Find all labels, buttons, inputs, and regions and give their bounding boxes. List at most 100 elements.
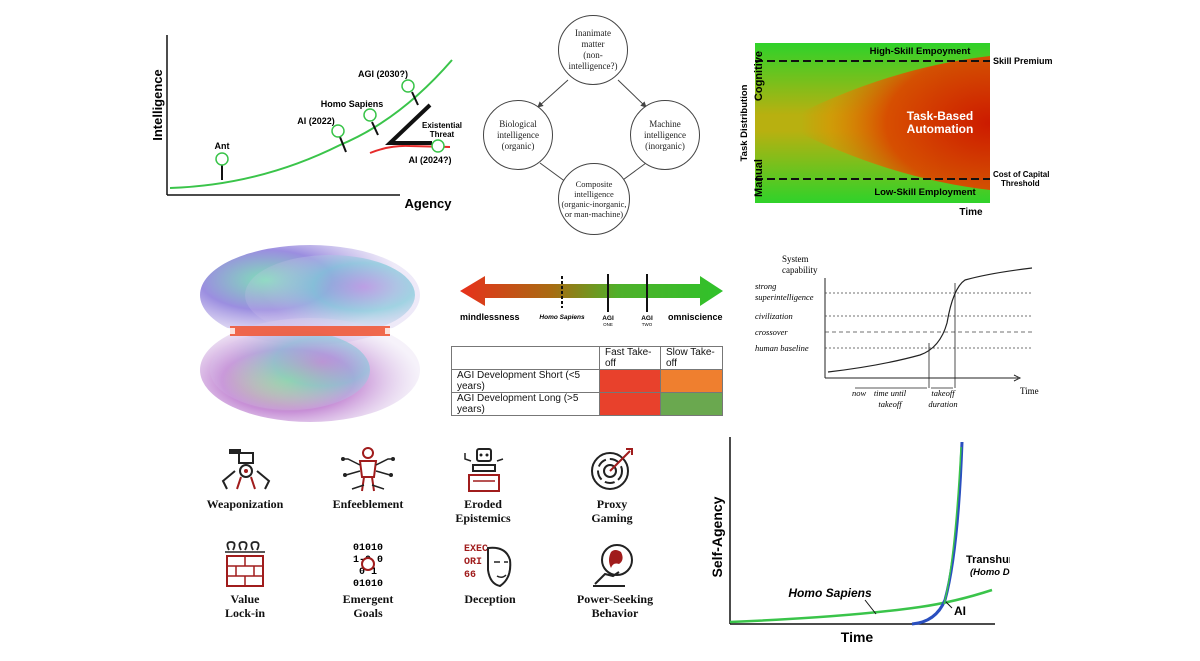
skill-premium-label: Skill Premium [993, 56, 1053, 66]
label-now: now [852, 388, 867, 398]
cell-long-slow [660, 392, 723, 416]
intelligence-agency-svg: Intelligence Agency Ant AI (2022) Homo S… [150, 35, 462, 211]
level-strong: strong [755, 281, 776, 291]
label-ant: Ant [215, 141, 230, 151]
y-label-2: capability [782, 265, 818, 275]
weaponization-icon [221, 449, 271, 490]
header-slow: Slow Take-off [660, 346, 723, 370]
cell-short-slow [660, 369, 723, 393]
marker-ai2022: AI (2022) [297, 116, 347, 153]
capability-curve [827, 267, 1033, 373]
label-ai2022: AI (2022) [297, 116, 335, 126]
y-axis-label: Self-Agency [709, 496, 725, 577]
emergent-goals-icon: 01010 1-0 0 0 1 01010 [353, 543, 383, 588]
cost-capital-label-2: Threshold [1001, 179, 1040, 188]
spectrum-svg: mindlessness omniscience Homo Sapiens AG… [460, 274, 723, 327]
level-civilization: civilization [755, 311, 793, 321]
self-agency-svg: Self-Agency Time Homo Sapiens Transhuman… [709, 437, 1038, 645]
marker-ant: Ant [215, 141, 230, 180]
marker-agi2030: AGI (2030?) [358, 69, 419, 106]
label-agi2030: AGI (2030?) [358, 69, 408, 79]
x-label: Time [959, 207, 983, 218]
cost-capital-label-1: Cost of Capital [993, 170, 1049, 179]
green-curve [169, 59, 453, 189]
brain-corpus [230, 326, 390, 336]
label-transhumans: Transhumans [966, 554, 1010, 566]
bottom-band-label: Low-Skill Employment [874, 187, 976, 198]
svg-text:EXEC: EXEC [464, 544, 488, 555]
label-homo: Homo Sapiens [321, 99, 384, 109]
task-automation-svg: High-Skill Empoyment Low-Skill Employmen… [739, 43, 1053, 218]
label-agi2: AGI [641, 315, 653, 322]
matrix-header-row: Fast Take-off Slow Take-off [451, 346, 723, 370]
x-axis-label: Agency [405, 196, 453, 211]
label-agi2-sub: TWO [642, 322, 653, 327]
center-label-1: Task-Based [907, 109, 973, 123]
label-agi1-sub: ONE [603, 322, 613, 327]
brain-image [190, 240, 430, 425]
svg-text:66: 66 [464, 570, 476, 581]
label-homo-sapiens: Homo Sapiens [788, 586, 872, 600]
power-seeking-icon [593, 544, 633, 587]
eroded-epistemics-icon [464, 448, 504, 492]
risk-deception: EXEC ORI 66 Deception [440, 540, 540, 606]
label-dur-2: duration [928, 399, 957, 409]
x-label: Time [1020, 386, 1039, 396]
proxy-gaming-icon [591, 448, 633, 490]
svg-text:0 1: 0 1 [359, 567, 377, 578]
marker-homo: Homo Sapiens [321, 99, 384, 136]
cell-short-fast [599, 369, 661, 393]
brain-svg [195, 245, 425, 422]
y-label: Task Distribution [739, 84, 750, 161]
takeoff-svg: System capability strong superintelligen… [755, 254, 1039, 409]
brain-upper-overlay [245, 255, 415, 335]
brain-lower-overlay [210, 330, 370, 410]
top-band-label: High-Skill Empoyment [870, 46, 972, 57]
intelligence-agency-chart: Intelligence Agency Ant AI (2022) Homo S… [140, 25, 470, 220]
label-homo-sapiens: Homo Sapiens [539, 314, 585, 321]
takeoff-matrix: Fast Take-off Slow Take-off AGI Developm… [451, 346, 723, 416]
label-until-2: takeoff [878, 399, 903, 409]
value-lock-in-icon [225, 541, 265, 587]
matrix-corner [451, 346, 600, 370]
label-homo-deus: (Homo Deus) [970, 567, 1010, 578]
self-agency-chart: Self-Agency Time Homo Sapiens Transhuman… [700, 432, 1038, 650]
risk-enfeeblement: Enfeeblement [318, 445, 418, 511]
homo-sapiens-line [729, 588, 993, 624]
y-label-1: System [782, 254, 809, 264]
center-label-2: Automation [907, 122, 974, 136]
level-superintelligence: superintelligence [755, 292, 814, 302]
risk-weaponization: Weaponization [195, 445, 295, 511]
task-automation-chart: High-Skill Empoyment Low-Skill Employmen… [735, 38, 1065, 223]
label-threat-2: Threat [430, 130, 455, 139]
threat-arrow [384, 103, 432, 145]
header-fast: Fast Take-off [599, 346, 661, 370]
spectrum-arrow [460, 276, 723, 306]
intelligence-spectrum: mindlessness omniscience Homo Sapiens AG… [455, 262, 730, 332]
y-bottom-label: Manual [753, 159, 765, 197]
svg-text:ORI: ORI [464, 557, 482, 568]
deception-icon: EXEC ORI 66 [464, 544, 512, 588]
label-omniscience: omniscience [668, 312, 723, 322]
transhuman-line [943, 446, 962, 605]
row-label-short: AGI Development Short (<5 years) [451, 369, 600, 393]
cell-long-fast [599, 392, 661, 416]
level-human-baseline: human baseline [755, 343, 809, 353]
label-ai2024: AI (2024?) [408, 155, 451, 165]
matrix-row-long: AGI Development Long (>5 years) [451, 392, 723, 416]
matrix-row-short: AGI Development Short (<5 years) [451, 369, 723, 393]
x-axis-label: Time [841, 629, 874, 645]
label-mindlessness: mindlessness [460, 312, 520, 322]
row-label-long: AGI Development Long (>5 years) [451, 392, 600, 416]
automation-wedge [780, 56, 990, 190]
